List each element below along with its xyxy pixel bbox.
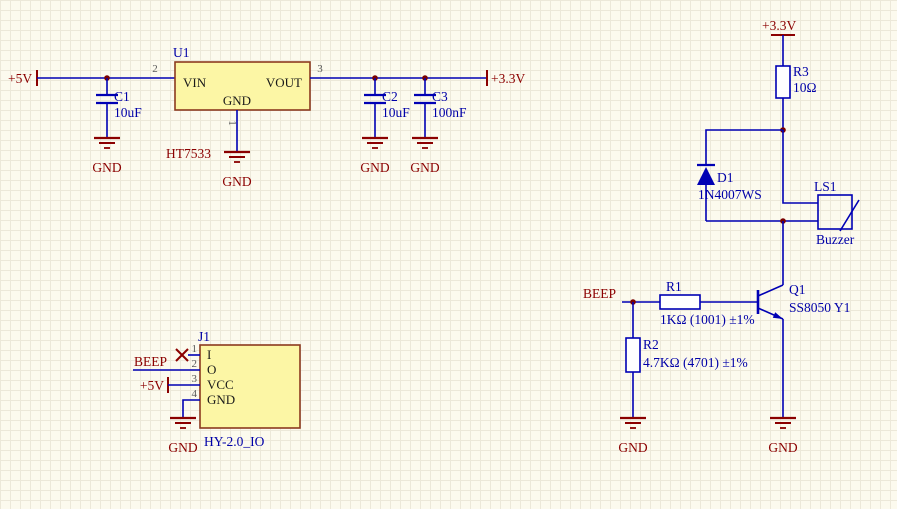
c1-value[interactable]: 10uF bbox=[114, 105, 142, 120]
component-c1[interactable]: C1 10uF bbox=[96, 78, 142, 138]
gnd-label[interactable]: GND bbox=[168, 440, 197, 455]
component-r3[interactable]: R3 10Ω bbox=[775, 64, 817, 99]
gnd-label[interactable]: GND bbox=[768, 440, 797, 455]
gnd-label[interactable]: GND bbox=[92, 160, 121, 175]
wire bbox=[705, 129, 783, 165]
j1-pin1-number: 1 bbox=[192, 343, 198, 355]
gnd-label[interactable]: GND bbox=[222, 174, 251, 189]
gnd-label[interactable]: GND bbox=[360, 160, 389, 175]
ls1-ref[interactable]: LS1 bbox=[814, 179, 837, 194]
r3-value[interactable]: 10Ω bbox=[793, 80, 817, 95]
d1-value[interactable]: 1N4007WS bbox=[698, 187, 762, 202]
u1-pin-vout: VOUT bbox=[266, 75, 302, 90]
gnd-symbol-c1[interactable]: GND bbox=[92, 136, 122, 175]
net-label-5v[interactable]: +5V bbox=[140, 378, 164, 393]
component-c2[interactable]: C2 10uF bbox=[364, 78, 410, 138]
c2-value[interactable]: 10uF bbox=[382, 105, 410, 120]
gnd-label[interactable]: GND bbox=[618, 440, 647, 455]
u1-body bbox=[174, 61, 311, 111]
net-label-3v3[interactable]: +3.3V bbox=[491, 71, 525, 86]
r3-body bbox=[775, 65, 791, 99]
r3-ref[interactable]: R3 bbox=[793, 64, 809, 79]
c3-ref[interactable]: C3 bbox=[432, 89, 448, 104]
u1-pin-vin: VIN bbox=[183, 75, 207, 90]
r2-body bbox=[625, 337, 641, 373]
j1-ref[interactable]: J1 bbox=[198, 329, 210, 344]
u1-pin2-number: 2 bbox=[152, 63, 158, 75]
net-beep-j1[interactable]: BEEP bbox=[133, 354, 200, 371]
ls1-body bbox=[817, 194, 853, 230]
r1-ref[interactable]: R1 bbox=[666, 279, 682, 294]
wire[interactable] bbox=[782, 130, 818, 204]
component-d1[interactable]: D1 1N4007WS bbox=[697, 129, 783, 222]
net-beep-driver[interactable]: BEEP bbox=[583, 286, 660, 303]
q1-emitter-arrow bbox=[772, 312, 783, 319]
gnd-symbol-j1[interactable]: GND bbox=[168, 416, 198, 455]
gnd-symbol-r2[interactable]: GND bbox=[618, 416, 648, 455]
gnd-symbol-u1[interactable]: GND bbox=[222, 150, 252, 189]
power-flag-3v3-rail[interactable]: +3.3V bbox=[486, 70, 525, 86]
j1-body bbox=[199, 344, 301, 429]
component-r1[interactable]: R1 1KΩ (1001) ±1% bbox=[659, 279, 755, 327]
j1-pin-name-gnd: GND bbox=[207, 392, 235, 407]
component-u1[interactable]: U1 2 3 VIN VOUT GND 1 HT7533 bbox=[152, 45, 323, 161]
q1-collector bbox=[757, 284, 784, 297]
c2-ref[interactable]: C2 bbox=[382, 89, 398, 104]
net-label-5v[interactable]: +5V bbox=[8, 71, 32, 86]
u1-pin-gnd: GND bbox=[223, 93, 251, 108]
j1-pin4-number: 4 bbox=[192, 388, 198, 400]
component-r2[interactable]: R2 4.7KΩ (4701) ±1% bbox=[625, 302, 748, 418]
net-label-3v3[interactable]: +3.3V bbox=[762, 18, 796, 33]
gnd-symbol-c3[interactable]: GND bbox=[410, 136, 440, 175]
component-ls1[interactable]: LS1 Buzzer bbox=[814, 179, 860, 247]
r1-value[interactable]: 1KΩ (1001) ±1% bbox=[660, 312, 755, 327]
u1-pin3-number: 3 bbox=[317, 63, 323, 75]
j1-pin2-number: 2 bbox=[192, 358, 198, 370]
ls1-value[interactable]: Buzzer bbox=[816, 232, 855, 247]
j1-pin-name-o: O bbox=[207, 362, 216, 377]
j1-pin-name-vcc: VCC bbox=[207, 377, 234, 392]
gnd-symbol-c2[interactable]: GND bbox=[360, 136, 390, 175]
component-j1[interactable]: J1 HY-2.0_IO 1 2 3 4 I O VCC GND bbox=[188, 329, 301, 449]
gnd-symbol-q1[interactable]: GND bbox=[768, 416, 798, 455]
power-flag-5v-left[interactable]: +5V bbox=[8, 70, 38, 86]
diode-triangle bbox=[697, 167, 715, 185]
c1-ref[interactable]: C1 bbox=[114, 89, 130, 104]
r2-ref[interactable]: R2 bbox=[643, 337, 659, 352]
q1-value[interactable]: SS8050 Y1 bbox=[789, 300, 850, 315]
q1-ref[interactable]: Q1 bbox=[789, 282, 806, 297]
r1-body bbox=[659, 294, 701, 310]
u1-pin1-number: 1 bbox=[226, 120, 238, 126]
j1-pin3-number: 3 bbox=[192, 373, 198, 385]
nc-x-stroke bbox=[175, 348, 189, 362]
component-q1[interactable]: Q1 SS8050 Y1 bbox=[756, 282, 850, 320]
wire[interactable] bbox=[182, 399, 200, 418]
j1-pin-name-i: I bbox=[207, 347, 211, 362]
no-connect-icon[interactable] bbox=[175, 348, 189, 362]
gnd-label[interactable]: GND bbox=[410, 160, 439, 175]
buzzer-diagonal bbox=[839, 199, 860, 232]
j1-part-name[interactable]: HY-2.0_IO bbox=[204, 434, 265, 449]
c3-value[interactable]: 100nF bbox=[432, 105, 467, 120]
component-c3[interactable]: C3 100nF bbox=[414, 78, 467, 138]
u1-part-name[interactable]: HT7533 bbox=[166, 146, 211, 161]
net-label-beep[interactable]: BEEP bbox=[583, 286, 616, 301]
power-flag-5v-j1[interactable]: +5V bbox=[140, 377, 200, 393]
r2-value[interactable]: 4.7KΩ (4701) ±1% bbox=[643, 355, 748, 370]
net-label-beep[interactable]: BEEP bbox=[134, 354, 167, 369]
d1-ref[interactable]: D1 bbox=[717, 170, 734, 185]
power-flag-3v3-top[interactable]: +3.3V bbox=[762, 18, 796, 66]
u1-ref[interactable]: U1 bbox=[173, 45, 190, 60]
